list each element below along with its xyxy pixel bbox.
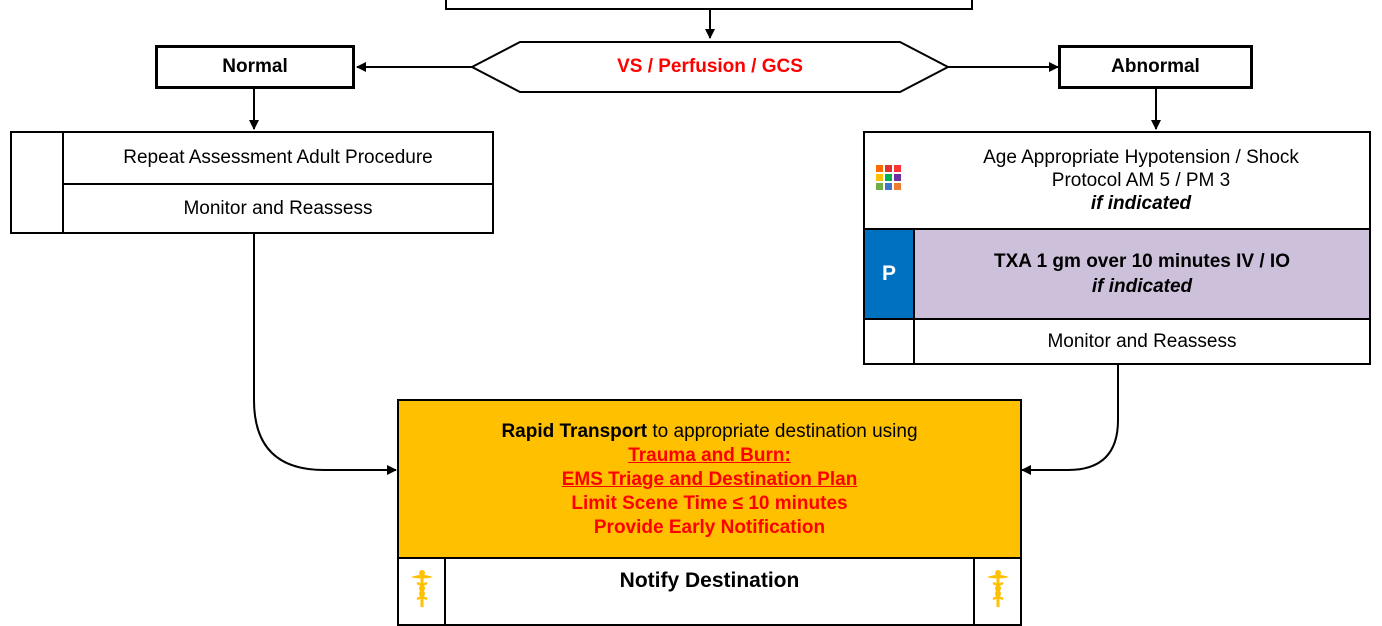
repeat-assessment-row: Repeat Assessment Adult Procedure bbox=[64, 133, 492, 185]
right-treatment-box: Age Appropriate Hypotension / Shock Prot… bbox=[863, 131, 1371, 365]
normal-label: Normal bbox=[222, 56, 288, 77]
txa-if-indicated: if indicated bbox=[1091, 276, 1193, 297]
notify-destination-label: Notify Destination bbox=[619, 569, 800, 592]
right-box-side-cell bbox=[865, 320, 915, 363]
paramedic-badge-label: P bbox=[881, 262, 896, 285]
normal-box: Normal bbox=[155, 45, 355, 89]
hypotension-line1: Age Appropriate Hypotension / Shock bbox=[983, 147, 1299, 168]
rapid-transport-label: Rapid Transport bbox=[501, 421, 648, 442]
caduceus-icon bbox=[409, 569, 435, 614]
ems-triage-link[interactable]: EMS Triage and Destination Plan bbox=[561, 469, 858, 490]
left-monitor-row: Monitor and Reassess bbox=[183, 197, 373, 219]
right-monitor-row: Monitor and Reassess bbox=[1047, 330, 1237, 352]
decision-label: VS / Perfusion / GCS bbox=[617, 56, 803, 77]
grid-palette-icon bbox=[875, 164, 903, 197]
early-notification: Provide Early Notification bbox=[593, 517, 826, 538]
limit-scene-time: Limit Scene Time ≤ 10 minutes bbox=[571, 493, 848, 514]
hypotension-if-indicated: if indicated bbox=[1090, 193, 1192, 214]
paramedic-badge: P bbox=[865, 230, 915, 318]
caduceus-icon bbox=[985, 569, 1011, 614]
txa-row: TXA 1 gm over 10 minutes IV / IO if indi… bbox=[915, 230, 1369, 318]
abnormal-label: Abnormal bbox=[1111, 56, 1200, 77]
abnormal-box: Abnormal bbox=[1058, 45, 1253, 89]
hypotension-line2: Protocol AM 5 / PM 3 bbox=[1051, 170, 1231, 191]
trauma-burn-link[interactable]: Trauma and Burn: bbox=[628, 445, 791, 466]
left-assessment-box: Repeat Assessment Adult Procedure Monito… bbox=[10, 131, 494, 234]
decision-hexagon bbox=[469, 41, 951, 93]
left-box-side-cell bbox=[12, 133, 64, 232]
transport-line1: Rapid Transport to appropriate destinati… bbox=[399, 420, 1020, 444]
rapid-transport-box: Rapid Transport to appropriate destinati… bbox=[397, 399, 1022, 559]
top-box-partial bbox=[445, 0, 973, 10]
txa-label: TXA 1 gm over 10 minutes IV / IO bbox=[994, 251, 1290, 272]
notify-destination-box: Notify Destination bbox=[397, 557, 1022, 626]
transport-destination-text: to appropriate destination using bbox=[647, 421, 918, 442]
